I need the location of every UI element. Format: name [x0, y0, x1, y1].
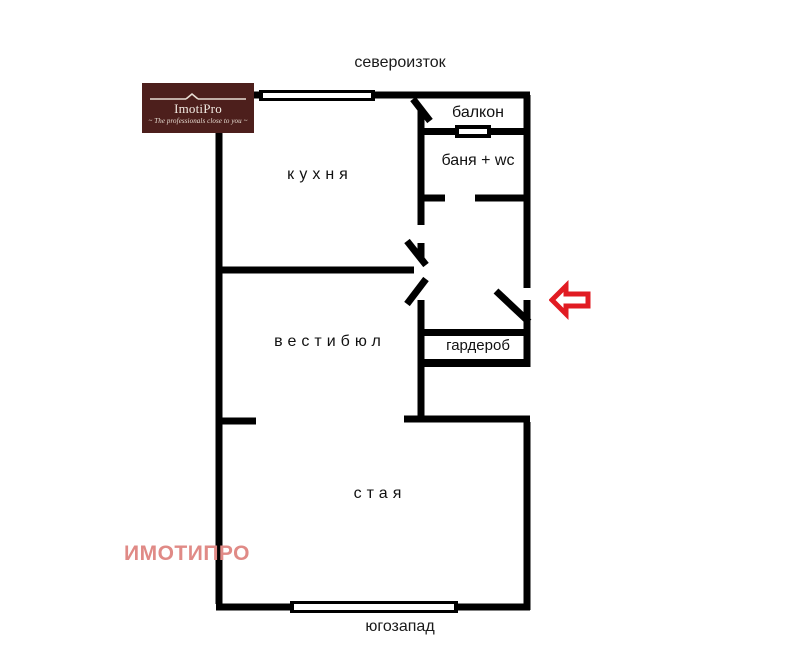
room-label-kitchen: кухня — [287, 166, 353, 183]
room-label-balcony: балкон — [452, 104, 504, 121]
watermark-text: ИМОТИПРО — [124, 542, 251, 565]
logo-tagline: ~ The professionals close to you ~ — [148, 117, 248, 125]
room-label-bathroom-wc: баня + wc — [441, 152, 515, 169]
room-label-living-room: стая — [353, 485, 407, 502]
logo-ornament-icon — [150, 92, 246, 100]
wall-balcony-bath — [419, 125, 530, 138]
door-vestibule-lower — [404, 276, 429, 307]
room-label-wardrobe: гардероб — [446, 337, 510, 354]
door-vestibule-upper — [404, 238, 429, 268]
window-kitchen-top — [259, 90, 375, 101]
compass-label-southwest: югозапад — [365, 618, 435, 635]
door-entrance — [493, 288, 532, 325]
room-label-vestibule: вестибюл — [274, 333, 386, 350]
window-living-room-bottom — [290, 601, 458, 613]
compass-label-northeast: североизток — [354, 54, 446, 71]
logo-brand-name: ImotiPro — [174, 101, 222, 116]
agency-logo: ImotiPro ~ The professionals close to yo… — [142, 83, 254, 133]
entrance-arrow-icon — [549, 279, 591, 321]
wardrobe-enclosure — [419, 329, 530, 367]
door-balcony — [410, 96, 433, 124]
